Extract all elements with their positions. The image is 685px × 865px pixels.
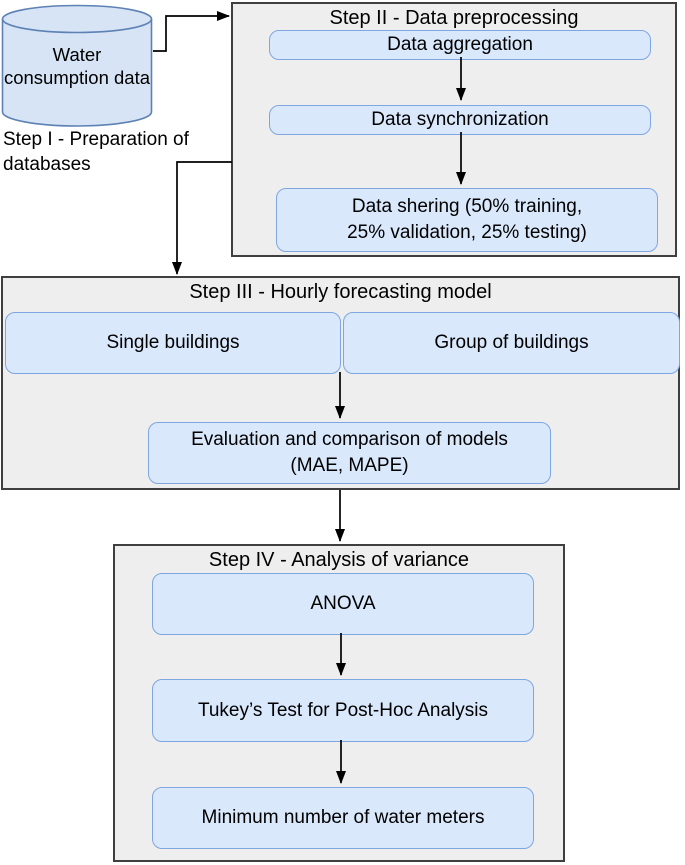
node-label: Tukey’s Test for Post-Hoc Analysis xyxy=(197,699,489,721)
cylinder-body xyxy=(1,4,153,127)
node-label: Data aggregation xyxy=(387,34,533,55)
step2-title: Step II - Data preprocessing xyxy=(329,7,579,29)
step4-container: Step IV - Analysis of variance ANOVA Tuk… xyxy=(113,544,565,862)
water-database-cylinder xyxy=(1,4,153,127)
node-label: Group of buildings xyxy=(434,332,589,353)
node-label: Minimum number of water meters xyxy=(201,807,485,828)
step4-title: Step IV - Analysis of variance xyxy=(208,549,470,571)
arrow-cylinder-to-step2 xyxy=(153,11,230,52)
node-data-sharing: Data shering (50% training, 25% validati… xyxy=(276,188,658,252)
node-anova: ANOVA xyxy=(152,573,534,635)
node-data-synchronization: Data synchronization xyxy=(269,105,651,135)
node-group-of-buildings: Group of buildings xyxy=(343,312,680,374)
arrow-step2-to-step3 xyxy=(172,161,232,275)
node-evaluation-comparison: Evaluation and comparison of models (MAE… xyxy=(148,422,551,484)
node-single-buildings: Single buildings xyxy=(5,312,341,374)
step3-title: Step III - Hourly forecasting model xyxy=(189,281,492,303)
node-label: Data synchronization xyxy=(371,109,549,130)
node-label: Single buildings xyxy=(106,332,240,353)
cylinder-label: Water consumption data xyxy=(3,44,151,88)
node-minimum-water-meters: Minimum number of water meters xyxy=(152,787,534,849)
node-label: Evaluation and comparison of models (MAE… xyxy=(191,429,508,476)
step3-container: Step III - Hourly forecasting model Sing… xyxy=(1,276,680,490)
node-tukey-test: Tukey’s Test for Post-Hoc Analysis xyxy=(152,679,534,742)
node-data-aggregation: Data aggregation xyxy=(269,30,651,60)
node-label: Data shering (50% training, 25% validati… xyxy=(347,196,587,243)
cylinder-top-rim xyxy=(1,18,153,34)
step2-container: Step II - Data preprocessing Data aggreg… xyxy=(231,2,677,257)
node-label: ANOVA xyxy=(310,593,376,614)
step1-caption: Step I - Preparation of databases xyxy=(3,129,189,175)
